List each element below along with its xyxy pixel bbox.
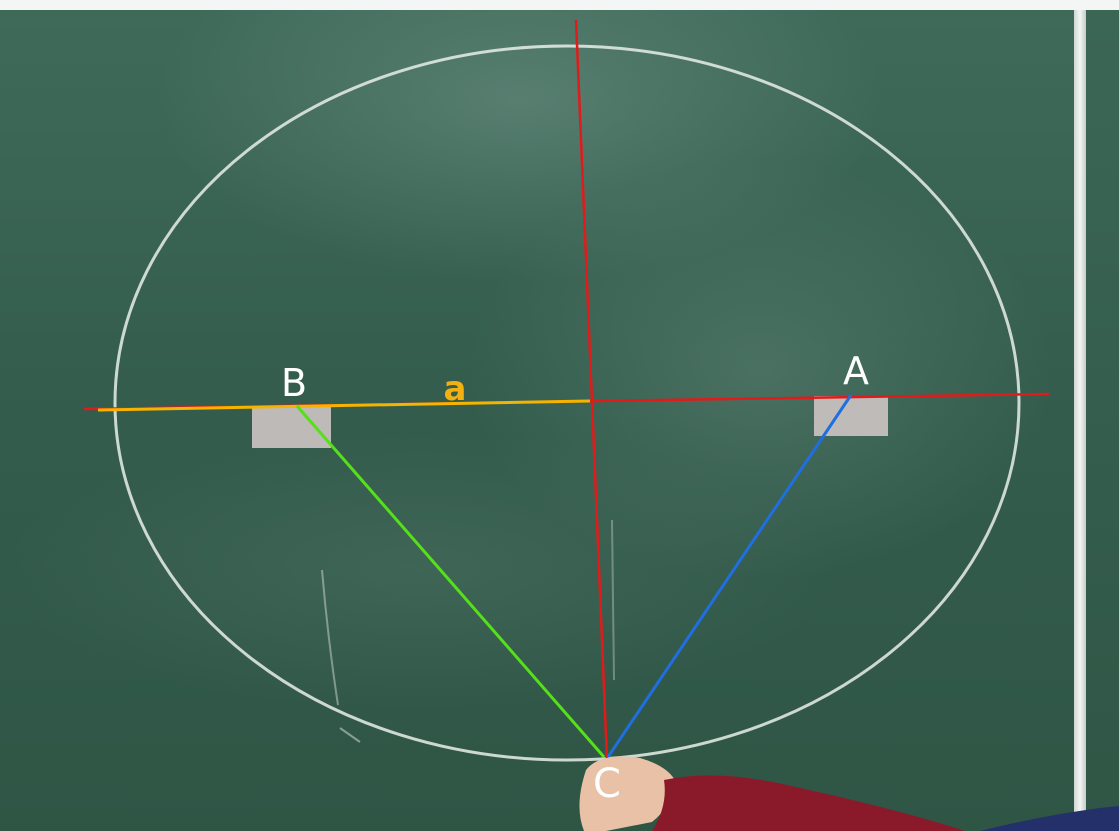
chalk-ellipse [113, 44, 1021, 762]
chalkboard [0, 10, 1074, 831]
segment-bc-line [295, 405, 606, 758]
segment-ac-line [606, 394, 853, 758]
segment-a-label: a [444, 369, 467, 409]
chalk-streak [321, 569, 339, 706]
chalkboard-right-panel [1086, 10, 1119, 831]
paper-note-a [814, 396, 888, 436]
hand [579, 756, 676, 831]
paper-note-b [252, 406, 331, 448]
semi-axis-a-line [97, 399, 591, 412]
board-frame-strip [1074, 10, 1086, 831]
chalk-streak [339, 727, 361, 743]
point-c-label: C [593, 761, 621, 807]
blue-sleeve [980, 806, 1119, 831]
point-b-label: B [281, 361, 307, 405]
minor-axis-line [574, 19, 609, 761]
red-sleeve [652, 775, 965, 831]
point-a-label: A [843, 349, 869, 393]
top-edge [0, 0, 1119, 10]
chalk-streak [611, 519, 615, 681]
